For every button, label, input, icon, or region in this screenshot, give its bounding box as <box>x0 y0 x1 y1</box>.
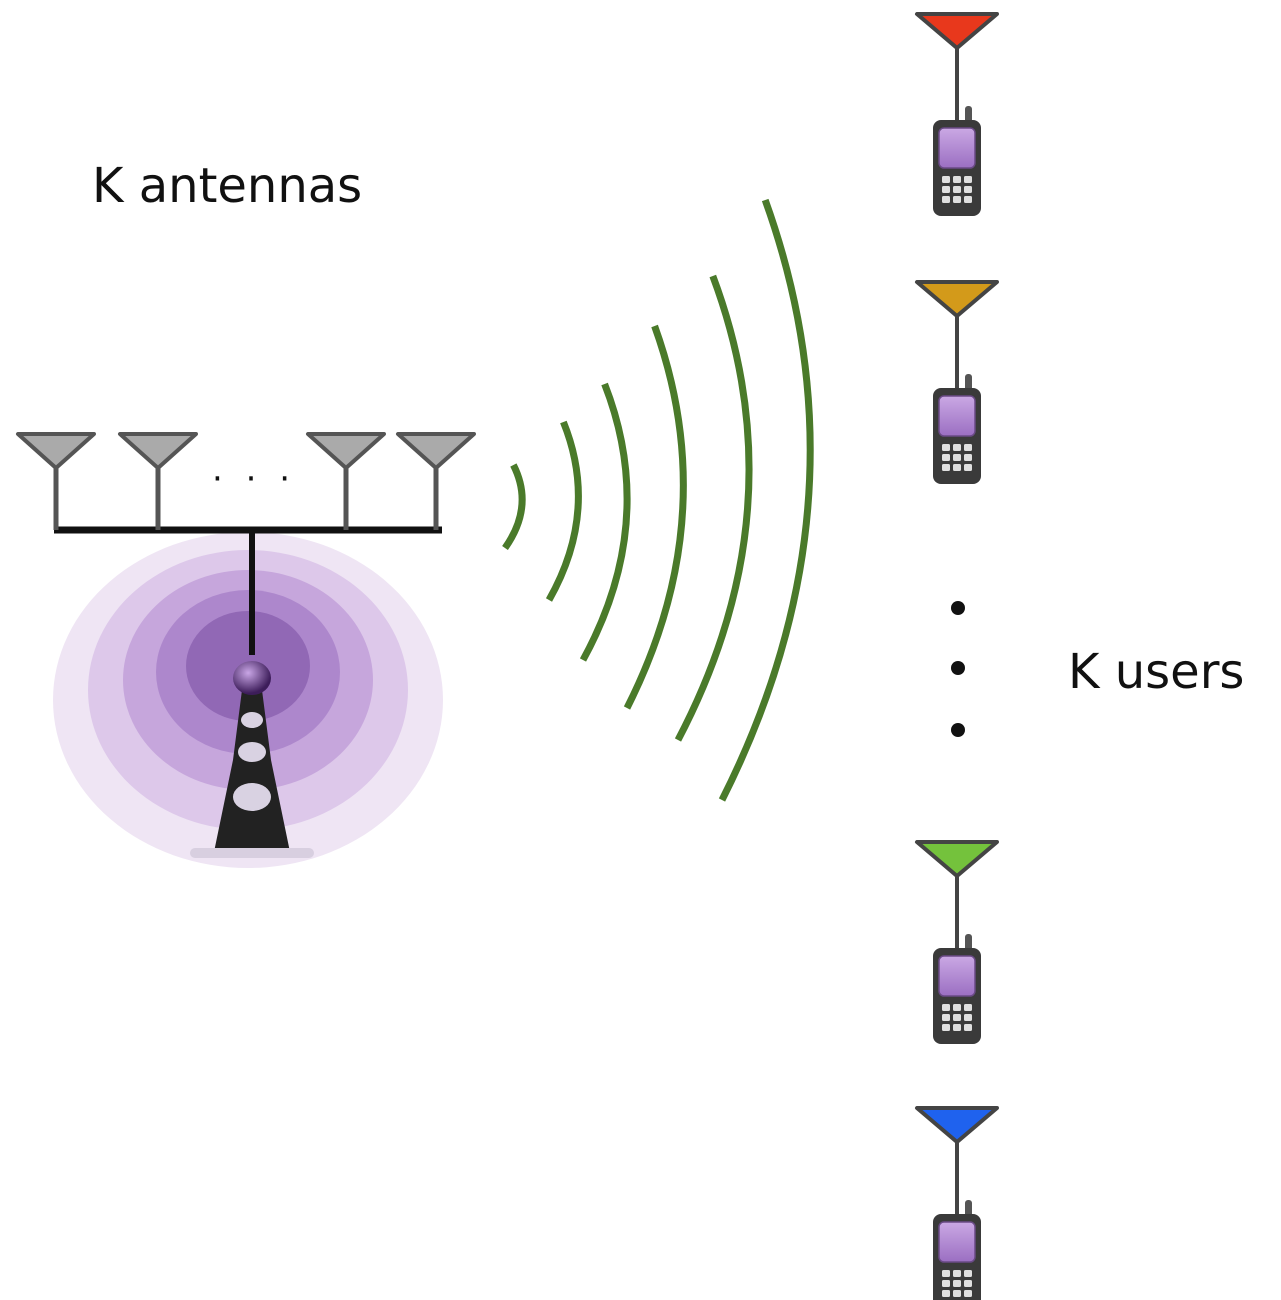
antenna-icon <box>306 432 386 530</box>
user-terminal <box>915 280 999 484</box>
user-terminal <box>915 12 999 216</box>
user-terminal <box>915 840 999 1044</box>
antenna-array <box>16 432 476 655</box>
wave-arc <box>545 420 582 602</box>
vertical-ellipsis <box>951 601 965 737</box>
wave-arc <box>623 324 687 710</box>
users-label: K users <box>1068 644 1245 700</box>
antennas-label: K antennas <box>92 158 363 214</box>
wave-arc <box>502 463 526 551</box>
user-terminal <box>915 1106 999 1300</box>
signal-wave-icon <box>502 198 814 802</box>
wave-arc <box>579 382 631 662</box>
wave-arc <box>718 198 814 802</box>
mobile-phone-icon <box>933 374 981 484</box>
antenna-icon <box>118 432 198 530</box>
antenna-ellipsis: · · · <box>212 459 297 499</box>
antenna-icon <box>915 840 999 962</box>
mobile-phone-icon <box>933 1200 981 1300</box>
mobile-phone-icon <box>933 934 981 1044</box>
wave-arc <box>674 274 753 742</box>
antenna-icon <box>915 12 999 134</box>
antenna-icon <box>396 432 476 530</box>
antenna-icon <box>915 1106 999 1228</box>
cell-tower-icon <box>190 661 314 858</box>
mobile-phone-icon <box>933 106 981 216</box>
antenna-icon <box>915 280 999 402</box>
users-column <box>915 12 999 1300</box>
antenna-icon <box>16 432 96 530</box>
